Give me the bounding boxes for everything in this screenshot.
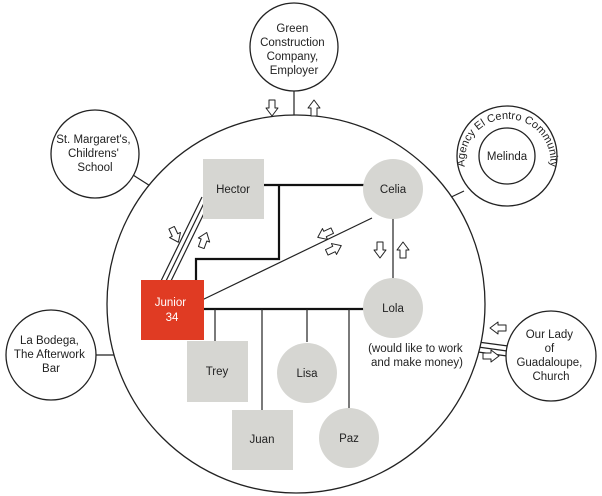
bar-label-line: La Bodega, [20,335,79,347]
juan-square [232,410,293,470]
school-circle [50,109,140,199]
agency-inner-circle [478,127,536,185]
connector-church-1 [477,341,509,347]
arrow-right-icon [324,243,342,256]
arrow-up-icon [396,241,410,259]
flow-arrows [168,99,507,363]
junior-square [141,280,204,340]
bar-label-line: Bar [42,363,60,375]
bar-label: La Bodega, The Afterwork Bar [14,335,88,375]
employer-label-line: Green [276,23,308,35]
celia-circle [363,159,423,219]
arrow-right-icon [482,349,500,363]
junior-label: Junior 34 [155,297,190,324]
paz-label: Paz [339,433,359,445]
church-label-line: Guadaloupe, [516,357,582,369]
junior-name: Junior [155,297,186,309]
hector-square [203,159,264,219]
lola-note: (would like to work and make money) [368,343,466,369]
arrow-up-icon [197,231,211,250]
employer-label-line: Employer [270,65,319,77]
church-label-line: Our Lady [526,329,574,341]
church-label-line: of [545,343,555,355]
employer-label: Green Construction Company, Employer [260,23,328,77]
paz-circle [319,408,379,468]
school-label: St. Margaret's, Childrens' School [56,134,134,174]
lisa-circle [277,343,337,403]
employer-circle [249,2,339,92]
agency-inner-label: Melinda [487,151,528,163]
employer-label-line: Construction [260,37,325,49]
juan-label: Juan [250,434,275,446]
arrow-down-icon [373,241,387,259]
arrow-left-icon [489,321,507,335]
church-label: Our Lady of Guadaloupe, Church [516,329,585,383]
junior-age: 34 [166,312,179,324]
arrow-left-icon [317,227,335,240]
arrow-down-icon [265,99,279,117]
lisa-label: Lisa [296,368,318,380]
arrow-up-icon [307,99,321,117]
church-circle [505,310,597,402]
lola-circle [363,278,423,338]
trey-label: Trey [206,366,229,378]
parent-line-hector-junior [194,185,281,283]
parent-line-celia-junior [201,217,373,301]
school-label-line: St. Margaret's, [56,134,130,146]
arrow-down-icon [168,225,181,243]
school-label-line: Childrens' [68,148,119,160]
family-lines [159,183,394,412]
connector-church-2 [477,346,508,352]
lola-label: Lola [382,303,404,315]
lola-note-line: and make money) [371,357,463,369]
celia-label: Celia [380,184,407,196]
church-label-line: Church [532,371,569,383]
school-label-line: School [77,162,112,174]
school-junior-line-1 [159,196,203,284]
trey-square [187,341,248,402]
hector-label: Hector [216,184,250,196]
bar-label-line: The Afterwork [14,349,85,361]
lola-note-line: (would like to work [368,343,463,355]
employer-label-line: Company, [267,51,319,63]
school-junior-line-2 [164,198,207,284]
bar-circle [5,309,97,401]
